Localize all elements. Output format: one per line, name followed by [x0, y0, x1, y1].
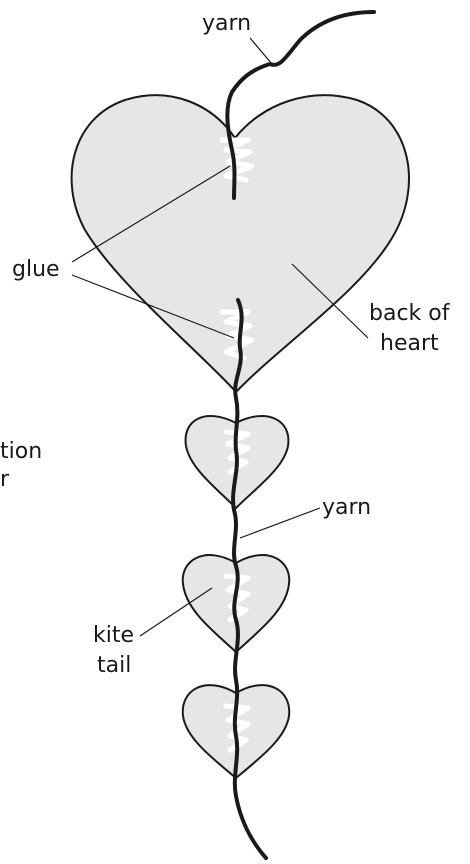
- label-yarn-middle: yarn: [322, 495, 371, 520]
- label-cutoff-line1: tion: [0, 439, 42, 464]
- leader-yarn-top: [250, 38, 272, 64]
- label-back-of-heart-line2: heart: [380, 331, 439, 356]
- label-kite-line2: tail: [97, 653, 131, 678]
- label-kite-line1: kite: [93, 623, 134, 648]
- label-back-of-heart-line1: back of: [369, 301, 451, 326]
- label-glue: glue: [12, 257, 60, 282]
- label-yarn-top: yarn: [202, 11, 251, 36]
- leader-yarn-middle: [240, 508, 320, 538]
- label-cutoff-line2: r: [0, 467, 10, 492]
